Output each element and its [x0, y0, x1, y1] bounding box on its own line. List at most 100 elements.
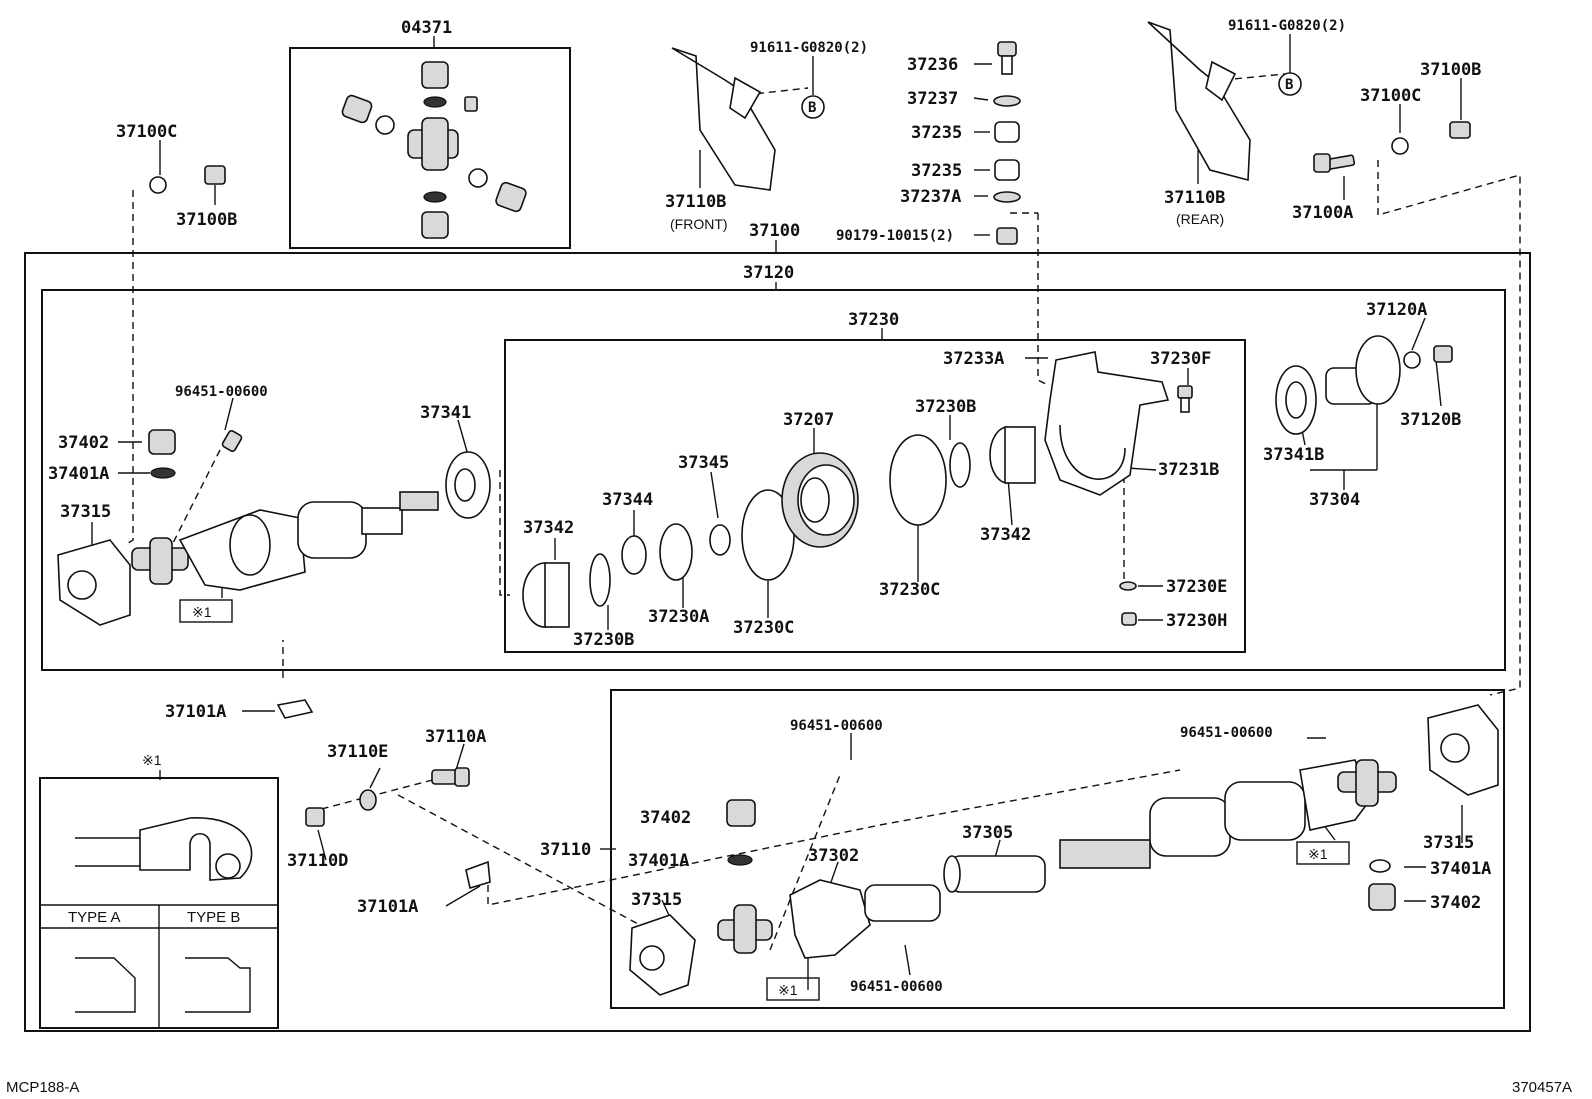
hardware-top-right — [149, 121, 1471, 194]
spider-cap-top — [421, 61, 449, 89]
label-37100b-left: 37100B — [176, 210, 237, 230]
label-37230f: 37230F — [1150, 349, 1211, 369]
label-37230e: 37230E — [1166, 577, 1227, 597]
label-37235-b: 37235 — [911, 161, 962, 181]
label-91611-front: 91611-G0820(2) — [750, 40, 868, 56]
label-37315-b: 37315 — [631, 890, 682, 910]
label-rear: (REAR) — [1176, 211, 1224, 227]
mount-stack-parts — [993, 41, 1021, 245]
shaft-tube-rear — [1149, 797, 1231, 857]
label-37345: 37345 — [678, 453, 729, 473]
label-37101a-b: 37101A — [357, 897, 418, 917]
label-37237a: 37237A — [900, 187, 961, 207]
type-legend-text: TYPE A TYPE B — [68, 909, 240, 926]
label-37230c-a: 37230C — [879, 580, 940, 600]
kit-04371-parts — [341, 61, 527, 239]
bearing-37230A — [659, 523, 693, 581]
label-04371: 04371 — [401, 18, 452, 38]
label-91611-rear: 91611-G0820(2) — [1228, 18, 1346, 34]
center-bearing-parts — [522, 351, 1193, 628]
label-37101a-a: 37101A — [165, 702, 226, 722]
label-37342-a: 37342 — [523, 518, 574, 538]
label-96451-d: 96451-00600 — [850, 979, 943, 995]
label-37236: 37236 — [907, 55, 958, 75]
label-37315-a: 37315 — [60, 502, 111, 522]
label-37233a: 37233A — [943, 349, 1004, 369]
plate-37101A-lower — [465, 860, 491, 890]
legend-drawings — [75, 817, 253, 1013]
shaft-37120-parts — [57, 429, 491, 626]
label-front: (FRONT) — [670, 216, 728, 232]
shaft-37120-frame — [41, 289, 1506, 671]
loose-hardware — [276, 699, 491, 890]
strap-rear — [1147, 21, 1251, 182]
label-37100c-left: 37100C — [116, 122, 177, 142]
shaft-37110-frame — [610, 689, 1505, 1009]
label-37100b-top: 37100B — [1420, 60, 1481, 80]
label-37231b: 37231B — [1158, 460, 1219, 480]
dashed-connectors — [124, 73, 1521, 951]
label-37110d: 37110D — [287, 851, 348, 871]
label-37342-b: 37342 — [980, 525, 1031, 545]
label-37235-a: 37235 — [911, 123, 962, 143]
label-37110: 37110 — [540, 840, 591, 860]
boot-37305 — [949, 855, 1046, 893]
label-b-rear: B — [1285, 77, 1293, 93]
label-37401a-c: 37401A — [1430, 859, 1491, 879]
label-37230a: 37230A — [648, 607, 709, 627]
label-37230h: 37230H — [1166, 611, 1227, 631]
spider-cap-bottom — [421, 211, 449, 239]
type-a-label: TYPE A — [68, 909, 121, 926]
label-96451-a: 96451-00600 — [175, 384, 268, 400]
strap-front — [671, 47, 776, 191]
label-96451-b: 96451-00600 — [790, 718, 883, 734]
label-37305: 37305 — [962, 823, 1013, 843]
label-mark1-c: ※1 — [1308, 846, 1328, 862]
label-37110b-rear: 37110B — [1164, 188, 1225, 208]
label-mark1-a: ※1 — [192, 604, 212, 620]
shaft-tube-front — [297, 501, 367, 559]
label-b-front: B — [808, 100, 816, 116]
label-37110e: 37110E — [327, 742, 388, 762]
footer: MCP188-A 370457A — [6, 1079, 1572, 1096]
label-37207: 37207 — [783, 410, 834, 430]
shaft-37110-parts — [629, 704, 1499, 996]
label-37120a: 37120A — [1366, 300, 1427, 320]
front-straps — [671, 21, 1302, 191]
label-37110a: 37110A — [425, 727, 486, 747]
label-37341b: 37341B — [1263, 445, 1324, 465]
center-bearing-37230-frame — [504, 339, 1246, 653]
label-37402-b: 37402 — [640, 808, 691, 828]
yoke-37302 — [789, 879, 871, 959]
kit-04371-frame — [289, 47, 571, 249]
legend-mark: ※1 — [142, 752, 162, 768]
assembly-37100-frame — [24, 252, 1531, 1032]
spline-front — [399, 491, 439, 511]
label-37230: 37230 — [848, 310, 899, 330]
label-37100c-top: 37100C — [1360, 86, 1421, 106]
spline-rear — [1059, 839, 1151, 869]
label-37237: 37237 — [907, 89, 958, 109]
label-mark1-b: ※1 — [778, 982, 798, 998]
label-37100a: 37100A — [1292, 203, 1353, 223]
label-37230c-b: 37230C — [733, 618, 794, 638]
label-37402-a: 37402 — [58, 433, 109, 453]
footer-left-code: MCP188-A — [6, 1079, 79, 1096]
label-37120b: 37120B — [1400, 410, 1461, 430]
part-labels: 04371 91611-G0820(2) 91611-G0820(2) B B … — [48, 18, 1491, 998]
label-37341: 37341 — [420, 403, 471, 423]
label-37401a-b: 37401A — [628, 851, 689, 871]
flange-37304-parts — [1275, 335, 1453, 435]
label-96451-c: 96451-00600 — [1180, 725, 1273, 741]
label-37315-c: 37315 — [1423, 833, 1474, 853]
label-37401a-a: 37401A — [48, 464, 109, 484]
label-37344: 37344 — [602, 490, 653, 510]
ring-37230C-rear — [889, 434, 947, 526]
companion-flange-37304 — [1355, 335, 1401, 405]
label-37230b-b: 37230B — [573, 630, 634, 650]
type-a-profile — [75, 957, 136, 1013]
type-b-label: TYPE B — [187, 909, 240, 926]
label-90179: 90179-10015(2) — [836, 228, 954, 244]
label-37110b-front: 37110B — [665, 192, 726, 212]
label-37402-c: 37402 — [1430, 893, 1481, 913]
